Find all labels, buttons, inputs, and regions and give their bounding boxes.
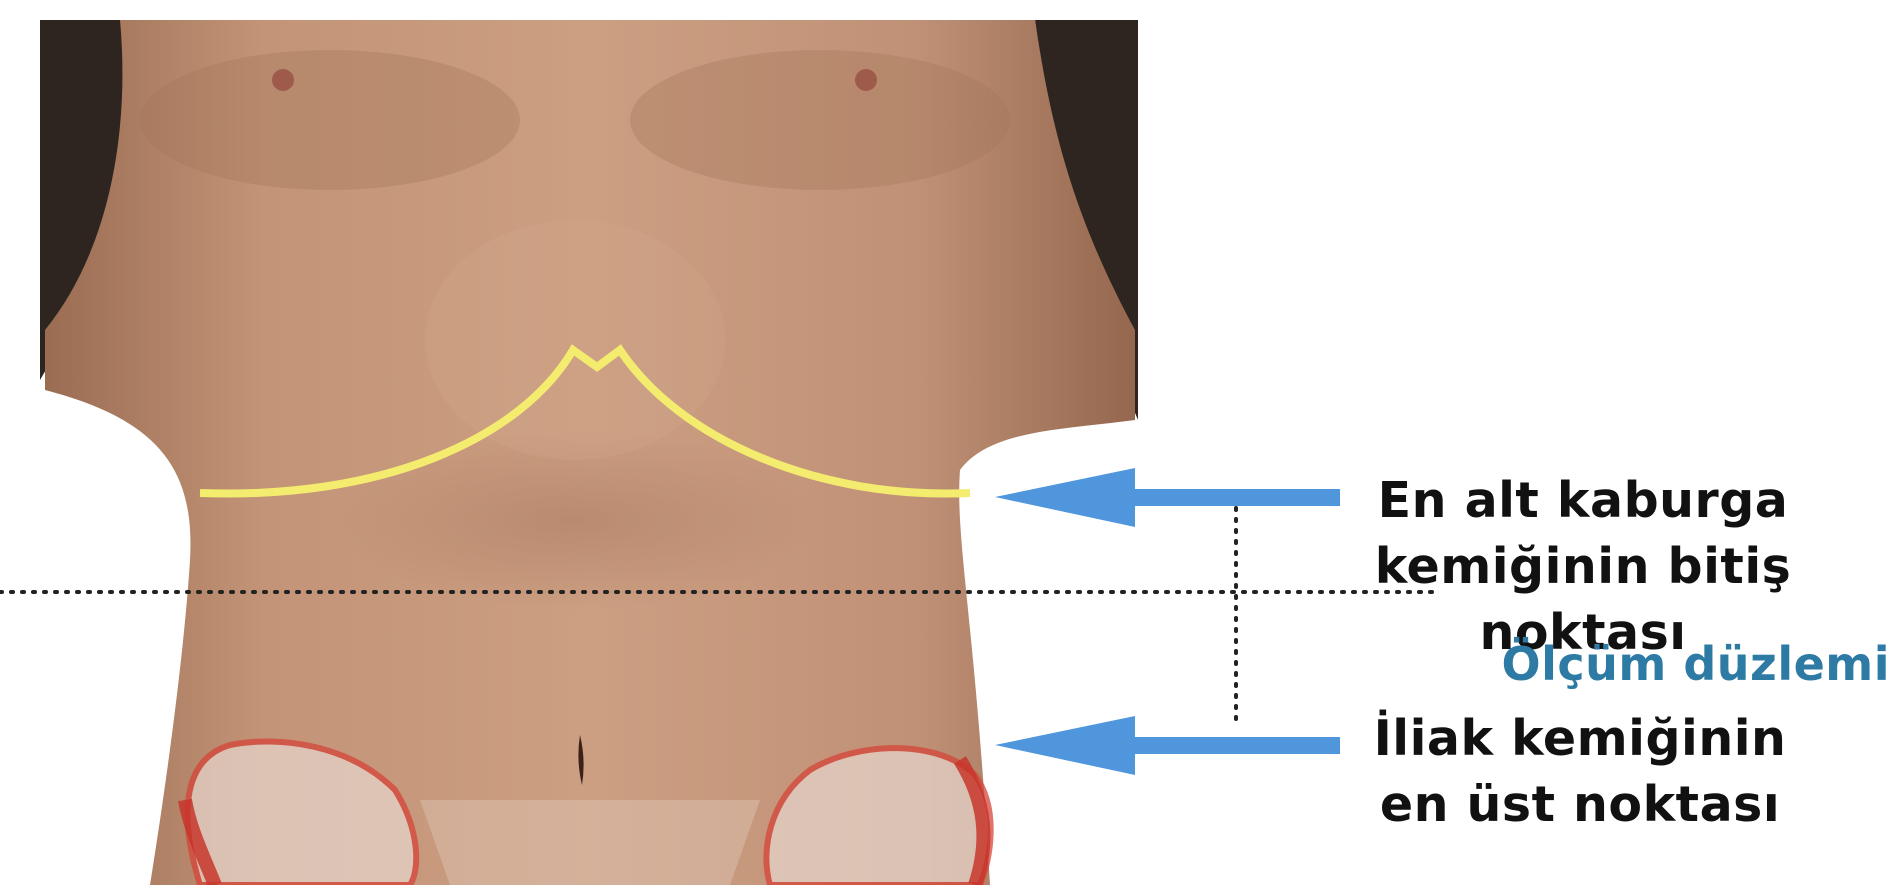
sacrum	[420, 800, 760, 885]
nipple-left	[272, 69, 294, 91]
measurement-plane-label: Ölçüm düzlemi	[1470, 636, 1890, 692]
iliac-top-label-line-1: İliak kemiğinin	[1300, 706, 1860, 772]
iliac-top-label: İliak kemiğinin en üst noktası	[1300, 706, 1860, 838]
nipple-right	[855, 69, 877, 91]
iliac-top-label-line-2: en üst noktası	[1300, 772, 1860, 838]
rib-end-label-line-1: En alt kaburga	[1270, 468, 1896, 534]
arrow-left-icon	[995, 716, 1340, 775]
